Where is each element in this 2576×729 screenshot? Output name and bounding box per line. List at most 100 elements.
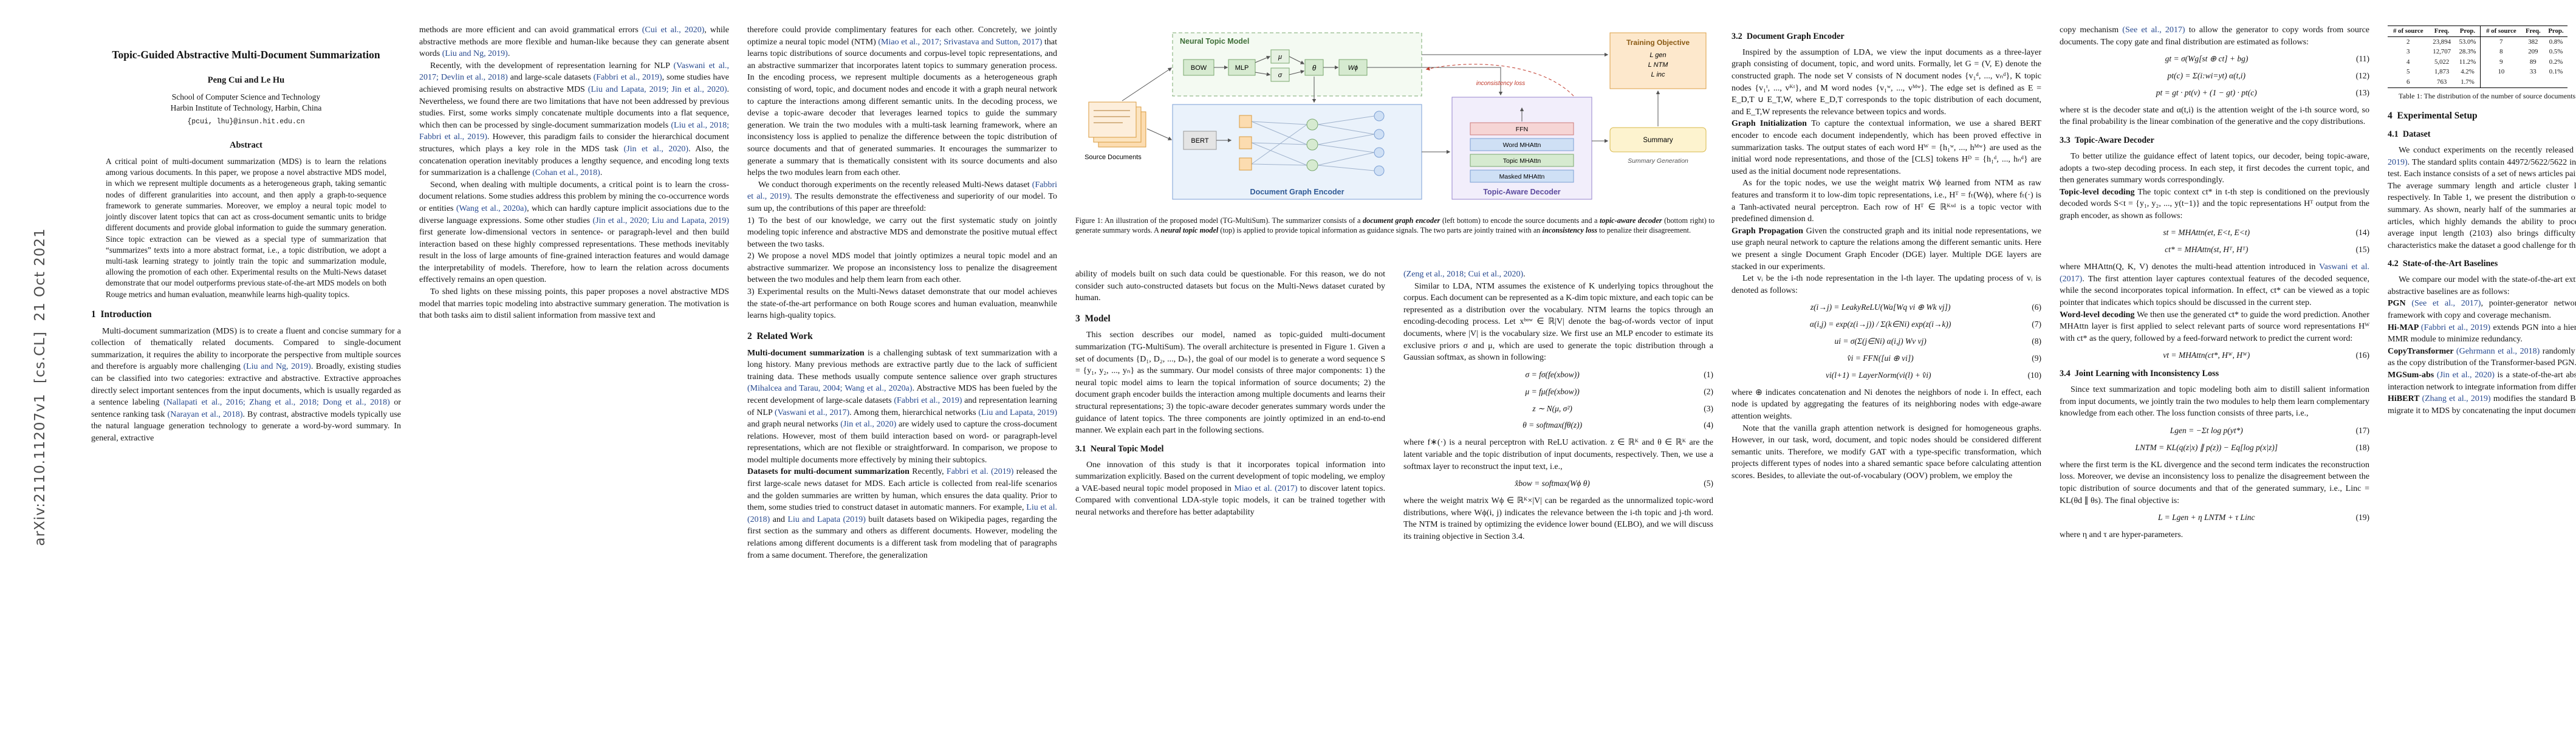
paper-authors: Peng Cui and Le Hu <box>207 75 285 85</box>
subsection-heading: 3.1 Neural Topic Model <box>1075 443 1164 454</box>
equation-number: (6) <box>2032 303 2041 312</box>
graph-edges <box>1251 115 1375 171</box>
citation-link[interactable]: (Fabbri et al., 2019) <box>2420 323 2491 332</box>
column-5-text: (Zeng et al., 2018; Cui et al., 2020).Si… <box>1403 269 1713 542</box>
equation: x̂bow = softmax(Wϕ θ)(5) <box>1403 478 1713 490</box>
citation-link[interactable]: (Jin et al., 2020) <box>840 420 897 430</box>
table-cell: 209 <box>2528 48 2538 56</box>
table-header-cell: # of source <box>2388 26 2429 38</box>
word-mhattn-block <box>1470 138 1574 151</box>
citation-link[interactable]: (See et al., 2017) <box>2122 26 2185 35</box>
citation-link[interactable]: (Fabbri et al., 2019) <box>894 395 962 405</box>
citation-link[interactable]: (Jin et al., 2020) <box>623 144 689 154</box>
citation-link[interactable]: (Gehrmann et al., 2018) <box>2456 346 2540 356</box>
body-paragraph: ability of models built on such data cou… <box>1075 270 1385 303</box>
citation-link[interactable]: (Fabbri et al., 2019) <box>2388 157 2408 167</box>
body-paragraph: Word-level decoding We then use the gene… <box>2060 310 2369 343</box>
abstract-text: A critical point of multi-document summa… <box>106 157 386 299</box>
citation-link[interactable]: (Vaswani et al., 2017) <box>775 408 850 417</box>
citation-link[interactable]: (Jin et al., 2020; Liu and Lapata, 2019) <box>592 216 729 225</box>
equation: θ = softmax(fθ(z))(4) <box>1403 420 1713 431</box>
equation-number: (15) <box>2355 245 2370 255</box>
source-documents-label: Source Documents <box>1084 154 1142 161</box>
table-cell: 8 <box>2480 47 2522 58</box>
body-paragraph: Second, when dealing with multiple docum… <box>419 180 729 285</box>
citation-link[interactable]: (Wang et al., 2020a) <box>456 204 527 213</box>
equation-body: ct* = MHAttn(st, Hᵀ, Hᵀ) <box>2165 245 2249 255</box>
citation-link[interactable]: (Liu and Lapata, 2019; Jin et al., 2020) <box>587 84 727 94</box>
equation: ct* = MHAttn(st, Hᵀ, Hᵀ) (15) <box>2060 244 2369 256</box>
citation-link[interactable]: (Liu and Ng, 2019) <box>442 49 508 59</box>
arxiv-watermark: arXiv:2110.11207v1 [cs.CL] 21 Oct 2021 <box>32 228 48 546</box>
citation-link[interactable]: (Liu et al., 2018; Fabbri et al., 2019) <box>419 120 729 142</box>
column-7: copy mechanism (See et al., 2017) to all… <box>2060 24 2369 710</box>
table-cell: 0.8% <box>2549 38 2563 46</box>
body-paragraph: Datasets for multi-document summarizatio… <box>747 467 1057 560</box>
body-paragraph: HiBERT (Zhang et al., 2019) modifies the… <box>2388 394 2576 416</box>
table-cell: 3 <box>2406 48 2410 56</box>
body-paragraph: 3) Experimental results on the Multi-New… <box>747 287 1057 321</box>
citation-link[interactable]: Vaswani et al. (2017) <box>2060 262 2369 284</box>
bert-box <box>1183 131 1217 150</box>
body-paragraph: where f∗(·) is a neural perceptron with … <box>1403 438 1713 471</box>
citation-link[interactable]: (Fabbri et al., 2019) <box>747 180 1057 202</box>
citation-link[interactable]: (Jin et al., 2020) <box>2436 371 2495 380</box>
body-paragraph: As for the topic nodes, we use the weigh… <box>1732 179 2041 224</box>
equation: st = MHAttn(et, E<t, E<t)(14) <box>2060 227 2369 239</box>
citation-link[interactable]: (Cohan et al., 2018) <box>532 168 600 178</box>
citation-link[interactable]: (Nallapati et al., 2016; Zhang et al., 2… <box>163 398 390 408</box>
citation-link[interactable]: Fabbri et al. (2019) <box>946 467 1014 477</box>
table-cell: 4.2% <box>2461 68 2475 76</box>
body-paragraph: where the first term is the KL divergenc… <box>2060 460 2369 505</box>
citation-link[interactable]: (See et al., 2017) <box>2411 299 2481 309</box>
body-paragraph: 1) To the best of our knowledge, we carr… <box>747 216 1057 249</box>
equation-body: v̂i = FFN([ui ⊕ vi]) <box>1847 354 1914 363</box>
table-cell: 53.0% <box>2459 38 2476 46</box>
document-graph-encoder-label: Document Graph Encoder <box>1250 188 1345 196</box>
summary-generation-label: Summary Generation <box>1628 157 1688 165</box>
mu-label: μ <box>1278 53 1282 61</box>
citation-link[interactable]: (Miao et al., 2017; Srivastava and Sutto… <box>878 37 1043 47</box>
citation-link[interactable]: Liu et al. (2018) <box>747 503 1057 524</box>
citation-link[interactable]: (Narayan et al., 2018) <box>167 409 243 419</box>
body-paragraph: PGN (See et al., 2017), pointer-generato… <box>2388 299 2576 321</box>
emphasized-term: topic-aware decoder <box>1600 216 1662 225</box>
table-cell: 89 <box>2529 58 2537 66</box>
citation-link[interactable]: (Liu and Lapata, 2019) <box>978 408 1057 417</box>
table-cell: 12,707 <box>2433 48 2451 56</box>
citation-link[interactable]: (Mihalcea and Tarau, 2004; Wang et al., … <box>747 384 913 394</box>
table-cell: 763 <box>2437 78 2447 86</box>
paragraph-lead: HiBERT <box>2388 394 2422 404</box>
citation-link[interactable]: Liu and Lapata (2019) <box>787 515 866 524</box>
subsection-heading: 4.1 Dataset <box>2388 129 2431 140</box>
table-header-cell: # of source <box>2480 26 2522 38</box>
neural-topic-model-label: Neural Topic Model <box>1180 37 1249 46</box>
equation-number: (14) <box>2355 228 2370 238</box>
topic-nodes <box>1306 118 1318 171</box>
equation: gt = σ(Wg[st ⊕ ct] + bg)(11) <box>2060 53 2369 65</box>
citation-link[interactable]: Miao et al. (2017) <box>1234 484 1298 493</box>
table-cell: 11.2% <box>2459 58 2476 66</box>
subsection-heading: 4.2 State-of-the-Art Baselines <box>2388 259 2498 269</box>
body-paragraph: 2) We propose a novel MDS model that joi… <box>747 252 1057 285</box>
citation-link[interactable]: (Zhang et al., 2019) <box>2422 394 2491 404</box>
table-header-cell: Freq. <box>2521 26 2544 38</box>
citation-link[interactable]: (Zeng et al., 2018; Cui et al., 2020) <box>1403 270 1524 279</box>
equation: LNTM = KL(q(z|x) ∥ p(z)) − Eq[log p(x|z)… <box>2060 442 2369 454</box>
citation-link[interactable]: (Vaswani et al., 2017; Devlin et al., 20… <box>419 61 729 83</box>
subsection-heading: 3.3 Topic-Aware Decoder <box>2060 135 2154 146</box>
citation-link[interactable]: (Cui et al., 2020) <box>642 26 705 35</box>
equation-body: θ = softmax(fθ(z)) <box>1523 420 1583 430</box>
citation-link[interactable]: (Fabbri et al., 2019) <box>593 73 662 83</box>
table-cell: 1,873 <box>2434 68 2450 76</box>
table-header-cell: Prop. <box>2544 26 2567 38</box>
table-caption: Table 1: The distribution of the number … <box>2399 91 2576 100</box>
author-email[interactable]: {pcui, lhu}@insun.hit.edu.cn <box>187 117 305 126</box>
summary-box <box>1609 127 1707 152</box>
paragraph-lead: Datasets for multi-document summarizatio… <box>747 467 913 477</box>
citation-link[interactable]: (Liu and Ng, 2019) <box>243 362 311 372</box>
